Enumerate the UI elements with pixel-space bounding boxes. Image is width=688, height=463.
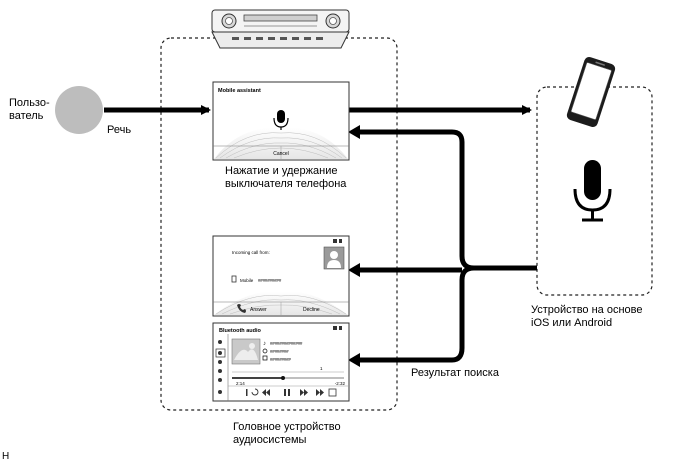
device-group-box [536, 86, 653, 296]
incoming-call-screen [212, 235, 350, 317]
arrowhead-incoming-call [348, 263, 360, 277]
svg-text:♪: ♪ [263, 341, 266, 347]
mobile-number: ########## [258, 278, 282, 283]
smartphone-icon [566, 56, 616, 128]
bluetooth-audio-screen: ♪ [212, 322, 350, 402]
artist-line: ######## [270, 349, 289, 354]
album-art-icon [231, 338, 261, 365]
track-line: ############## [270, 341, 303, 346]
mic-small-icon [273, 110, 289, 130]
elapsed-time: 2:14 [236, 381, 245, 386]
cancel-button: Cancel [273, 151, 289, 157]
answer-icon [237, 304, 246, 313]
decline-button: Decline [303, 307, 320, 313]
head-unit-label: Головное устройство аудиосистемы [233, 421, 341, 446]
user-label: Пользо- ватель [9, 97, 50, 122]
mobile-phone-small-icon [231, 275, 237, 283]
mobile-label: Mobile [240, 278, 254, 283]
contact-avatar-icon [323, 246, 345, 270]
search-result-brace [356, 129, 537, 363]
microphone-icon [573, 160, 612, 222]
user-circle [55, 86, 103, 134]
arrowhead-mobile-assistant [348, 125, 360, 139]
remaining-time: -2:32 [335, 381, 346, 386]
track-number: 1 [320, 366, 323, 371]
mobile-assistant-title: Mobile assistant [218, 88, 261, 94]
search-result-label: Результат поиска [411, 367, 499, 379]
mobile-assistant-screen [212, 81, 350, 161]
arrowhead-bluetooth [348, 353, 360, 367]
device-label: Устройство на основе iOS или Android [531, 304, 643, 329]
bluetooth-audio-title: Bluetooth audio [219, 328, 261, 334]
answer-button: Answer [250, 307, 267, 313]
album-line: ######### [270, 357, 291, 362]
head-unit-stereo-icon [211, 9, 350, 49]
incoming-call-title: Incoming call from: [232, 250, 270, 255]
playback-controls [246, 388, 337, 397]
corner-mark: H [2, 451, 10, 462]
press-hold-label: Нажатие и удержание выключателя телефона [225, 165, 347, 190]
speech-label: Речь [107, 124, 132, 136]
